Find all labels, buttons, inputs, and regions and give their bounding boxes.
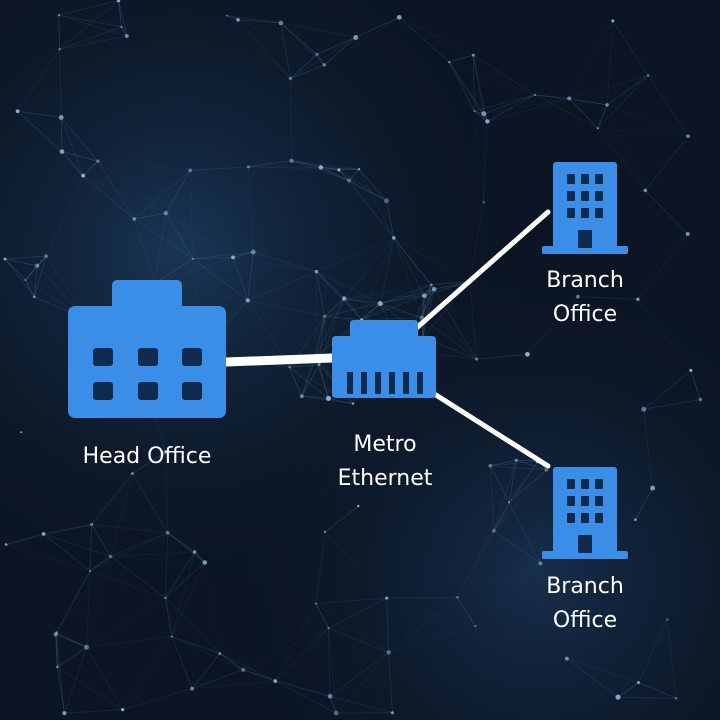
metro-ethernet-label-line1: Metro	[353, 432, 417, 457]
building-icon	[542, 162, 628, 254]
building-icon	[542, 467, 628, 559]
branch-office-top-label: Branch Office	[515, 264, 655, 332]
head-office-label: Head Office	[47, 440, 247, 474]
metro-ethernet-label-line2: Ethernet	[337, 466, 433, 491]
branch-office-bottom-label-line2: Office	[552, 608, 618, 633]
link-metro-ethernet-to-branch-office-top	[409, 209, 551, 335]
link-metro-ethernet-to-branch-office-bottom	[433, 392, 551, 469]
head-office-label-text: Head Office	[82, 444, 212, 469]
ethernet-port-icon	[332, 320, 436, 398]
link-head-office-to-metro-ethernet	[221, 353, 337, 367]
branch-office-bottom-label: Branch Office	[515, 570, 655, 638]
branch-office-top-label-line1: Branch	[546, 268, 624, 293]
branch-office-top-label-line2: Office	[552, 302, 618, 327]
branch-office-bottom-label-line1: Branch	[546, 574, 624, 599]
office-building-icon	[68, 280, 226, 418]
metro-ethernet-label: Metro Ethernet	[305, 428, 465, 496]
